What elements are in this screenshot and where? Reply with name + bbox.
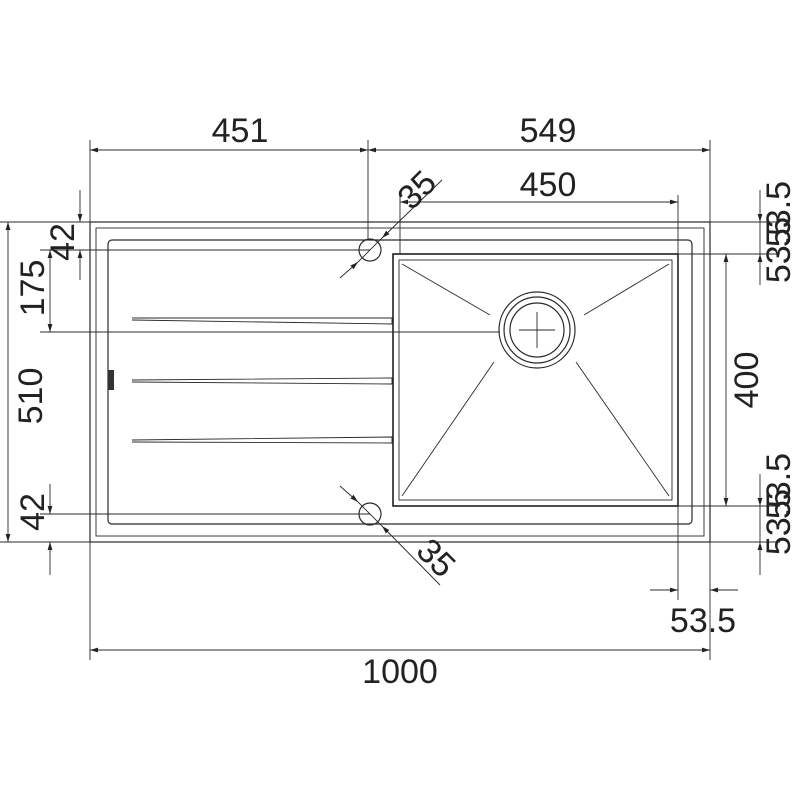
dim-drainer-width: 451: [212, 112, 269, 150]
dim-total-width: 1000: [362, 653, 438, 691]
extension-lines: [0, 140, 780, 660]
overflow-slot: [108, 370, 114, 390]
dim-left-tap-offset: 175: [14, 260, 52, 317]
dim-bottom-margin-right: 53.5: [760, 453, 798, 519]
dim-top-margin-right-inner: 53.5: [760, 217, 798, 283]
dim-left-top-offset: 42: [44, 223, 82, 261]
dim-right-margin: 53.5: [670, 602, 736, 640]
dim-total-depth: 510: [12, 368, 50, 425]
dim-bowl-depth: 400: [728, 352, 766, 409]
dim-bowl-section-width: 549: [520, 112, 577, 150]
dimension-labels: 451 549 450 1000 53.5 35 35 53.5 53.5 40…: [12, 112, 798, 691]
dim-tap-hole-bottom: 35: [409, 531, 463, 585]
dim-bowl-width: 450: [520, 166, 577, 204]
dim-tap-hole-top: 35: [390, 163, 444, 217]
dim-bottom-margin-right-inner: 53.5: [760, 489, 798, 555]
drainer-grooves: [108, 317, 393, 444]
dimension-lines: [5, 147, 763, 653]
dim-left-bottom-offset: 42: [14, 493, 52, 531]
dim-top-margin-right: 53.5: [760, 181, 798, 247]
drain-icon: [498, 291, 576, 369]
